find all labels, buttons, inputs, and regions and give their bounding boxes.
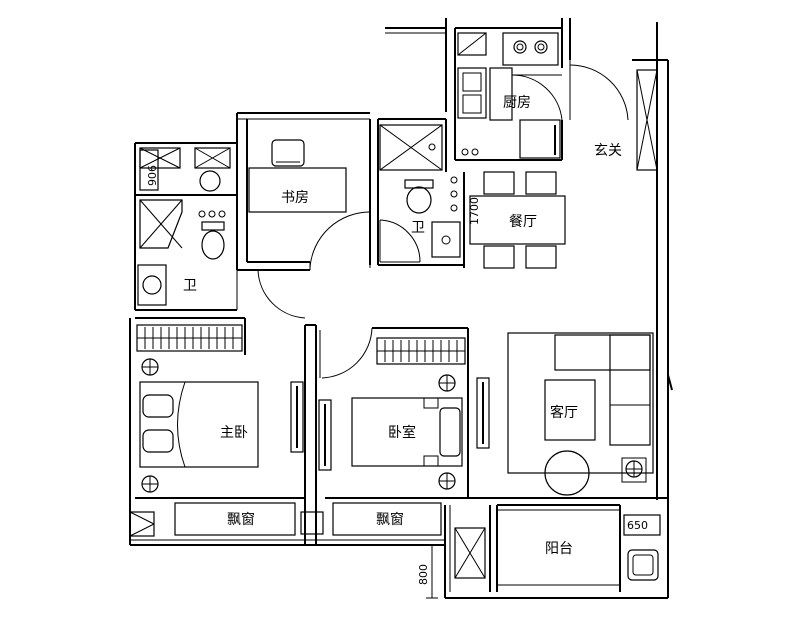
label-bedroom: 卧室 [388,424,416,441]
round-table [544,450,590,496]
kitchen: 厨房 [457,32,563,159]
dimension-800: 800 [417,544,438,599]
living-area-rug [507,332,654,474]
label-kitchen: 厨房 [503,95,531,111]
bay-window-right [332,502,442,536]
label-bath-left: 卫 [183,278,197,294]
label-study: 书房 [281,190,309,206]
wardrobe-hangers [137,327,242,349]
label-living-room: 客厅 [550,404,578,421]
label-bay-window-left: 飘窗 [227,511,255,528]
dim-800: 800 [417,564,430,585]
study: 书房 [248,139,371,270]
coffee-table [544,379,596,441]
stove [502,32,559,66]
bed-master [139,381,259,468]
left-bathroom: 906 卫 [137,147,306,319]
label-dining: 餐厅 [509,214,537,230]
fridge [519,119,561,159]
bay-window-left [174,502,296,536]
study-desk [248,167,347,213]
dining-chair [525,245,557,269]
bedroom: 卧室 [318,327,490,490]
wardrobe-hangers [377,340,465,362]
study-chair [271,139,305,167]
basin-left [137,264,167,306]
basin-center [431,221,461,258]
walls [129,18,669,599]
dim-906: 906 [146,165,159,186]
entrance-area: 玄关 [569,60,658,171]
toilet-left [201,230,225,260]
label-balcony: 阳台 [545,541,573,557]
shower-left [139,199,183,249]
shower [379,124,443,171]
kitchen-sink [457,67,487,119]
sofa [554,334,651,371]
dining-table [469,195,566,245]
label-entrance: 玄关 [594,142,622,159]
bay-windows: 飘窗 飘窗 [129,502,442,537]
dim-1700: 1700 [468,197,481,225]
washing-machine [627,549,659,581]
label-master-bedroom: 主卧 [220,425,248,441]
label-bay-window-right: 飘窗 [376,511,404,528]
center-bathroom: 卫 [379,124,461,263]
dim-650: 650 [627,519,648,532]
toilet-center [406,186,432,214]
master-bedroom: 主卧 [136,324,304,493]
dining: 餐厅 1700 [468,171,566,269]
bed-bedroom [351,397,463,467]
balcony: 阳台 650 [454,514,661,581]
dining-chair [483,171,515,195]
living-room: 客厅 [507,332,673,496]
dining-chair [483,245,515,269]
dining-chair [525,171,557,195]
label-bath-center: 卫 [411,220,425,236]
